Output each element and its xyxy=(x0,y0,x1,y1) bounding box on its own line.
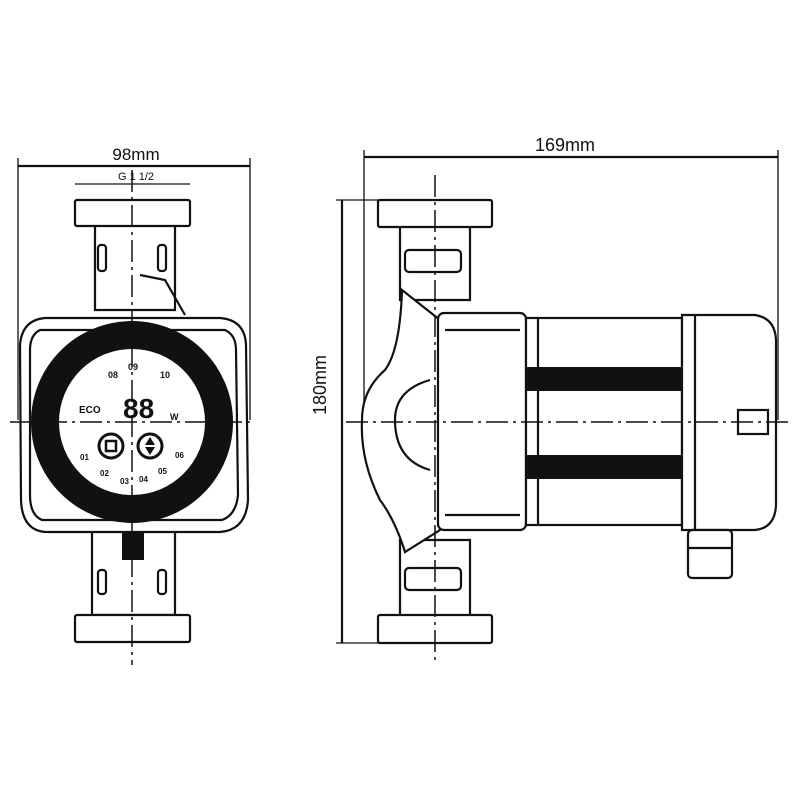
speed-label: 04 xyxy=(139,475,148,484)
stator-band xyxy=(526,455,682,479)
mode-button-ring[interactable] xyxy=(97,432,125,460)
mode-button[interactable] xyxy=(97,432,125,460)
nut-slot xyxy=(96,568,108,596)
speed-button-ring[interactable] xyxy=(136,432,164,460)
nut-slot xyxy=(156,243,168,273)
motor-end-cap xyxy=(680,313,778,532)
up-down-arrow-icon xyxy=(145,437,155,455)
nut-slot xyxy=(403,566,463,592)
nut-slot xyxy=(156,568,168,596)
side-view: 169mm 180mm xyxy=(310,135,792,662)
front-view: 98mm G 1 1/2 08 09 10 ECO 88 W xyxy=(10,145,252,665)
square-icon xyxy=(104,439,118,453)
pipe-contour xyxy=(139,273,186,316)
width-dimension-label: 98mm xyxy=(112,145,159,164)
speed-label: 02 xyxy=(100,469,109,478)
indicator-label: 08 xyxy=(108,370,118,380)
indicator-label: 10 xyxy=(160,370,170,380)
height-dimension-label: 180mm xyxy=(310,355,330,415)
pump-volute xyxy=(360,287,442,554)
thread-label: G 1 1/2 xyxy=(118,171,154,183)
speed-label: 05 xyxy=(158,467,167,476)
speed-label: 06 xyxy=(175,451,184,460)
indicator-label: 09 xyxy=(128,362,138,372)
connector-block xyxy=(122,532,144,560)
power-display: 88 xyxy=(123,393,154,424)
nut-slot xyxy=(96,243,108,273)
nut-slot xyxy=(403,248,463,274)
speed-label: 01 xyxy=(80,453,89,462)
length-dimension-label: 169mm xyxy=(535,135,595,155)
cable-gland[interactable] xyxy=(686,528,734,580)
eco-label: ECO xyxy=(79,405,101,416)
stator-band xyxy=(526,367,682,391)
unit-label: W xyxy=(170,412,179,422)
volute-contour xyxy=(393,378,431,472)
speed-label: 03 xyxy=(120,477,129,486)
housing-inner-contour xyxy=(28,328,240,522)
speed-button[interactable] xyxy=(136,432,164,460)
